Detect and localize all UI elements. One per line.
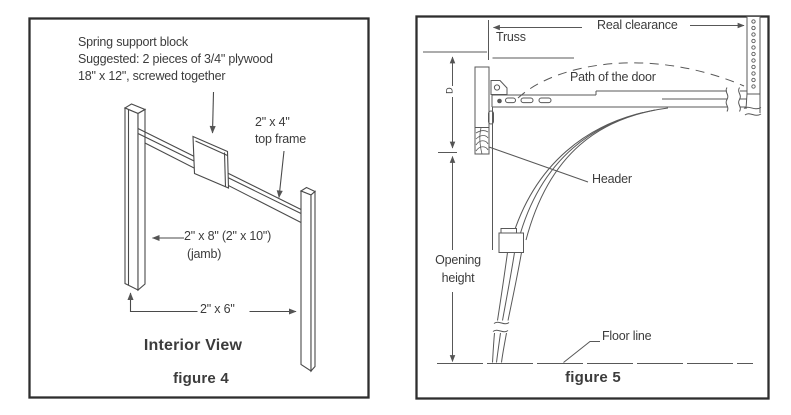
figure5-border [415, 15, 770, 400]
floor-line-label: Floor line [602, 329, 652, 343]
sill-dim-left [127, 292, 198, 313]
header-block [474, 66, 490, 155]
door-path-arc [517, 62, 745, 99]
truss-label: Truss [496, 30, 526, 44]
sill-size-label: 2" x 6" [200, 302, 235, 316]
spring-block-note-line1: Spring support block [78, 35, 188, 49]
floor-line-leader [563, 341, 600, 363]
top-frame-arrow [276, 150, 285, 199]
perforated-hanger-strip [743, 16, 762, 116]
figure4-border [28, 17, 370, 399]
figure5-caption: figure 5 [565, 369, 621, 386]
top-frame-size-label: 2" x 4" [255, 115, 290, 129]
spring-block-note-line3: 18" x 12", screwed together [78, 69, 226, 83]
opening-height-label-line1: Opening [435, 253, 481, 267]
path-of-door-label: Path of the door [570, 70, 656, 84]
flag-bracket [490, 80, 508, 95]
header-label: Header [592, 172, 632, 186]
figure4-title: Interior View [143, 337, 243, 354]
curved-track [511, 107, 669, 241]
spring-block-note-line2: Suggested: 2 pieces of 3/4" plywood [78, 52, 273, 66]
spring-block-arrow [209, 91, 216, 134]
dim-d-label: D [444, 87, 455, 94]
track-splice-plate [498, 228, 524, 253]
left-jamb-post [123, 103, 147, 292]
vertical-track-break [493, 321, 510, 325]
vertical-track [492, 252, 522, 363]
horizontal-track [488, 87, 747, 125]
opening-height-label-line2: height [441, 271, 475, 285]
jamb-name-label: (jamb) [187, 247, 222, 261]
top-frame-name-label: top frame [255, 132, 307, 146]
jamb-slot [488, 110, 494, 125]
real-clearance-label: Real clearance [597, 18, 678, 32]
track-bolt [497, 98, 502, 104]
track-break [725, 87, 729, 112]
figure4-caption: figure 4 [173, 370, 229, 387]
figure5-drawing [415, 15, 770, 400]
right-jamb-post [299, 186, 316, 373]
jamb-size-label: 2" x 8" (2" x 10") [184, 229, 272, 243]
header-leader [488, 146, 589, 183]
spring-support-block [192, 135, 230, 189]
figure4-drawing [28, 17, 370, 399]
